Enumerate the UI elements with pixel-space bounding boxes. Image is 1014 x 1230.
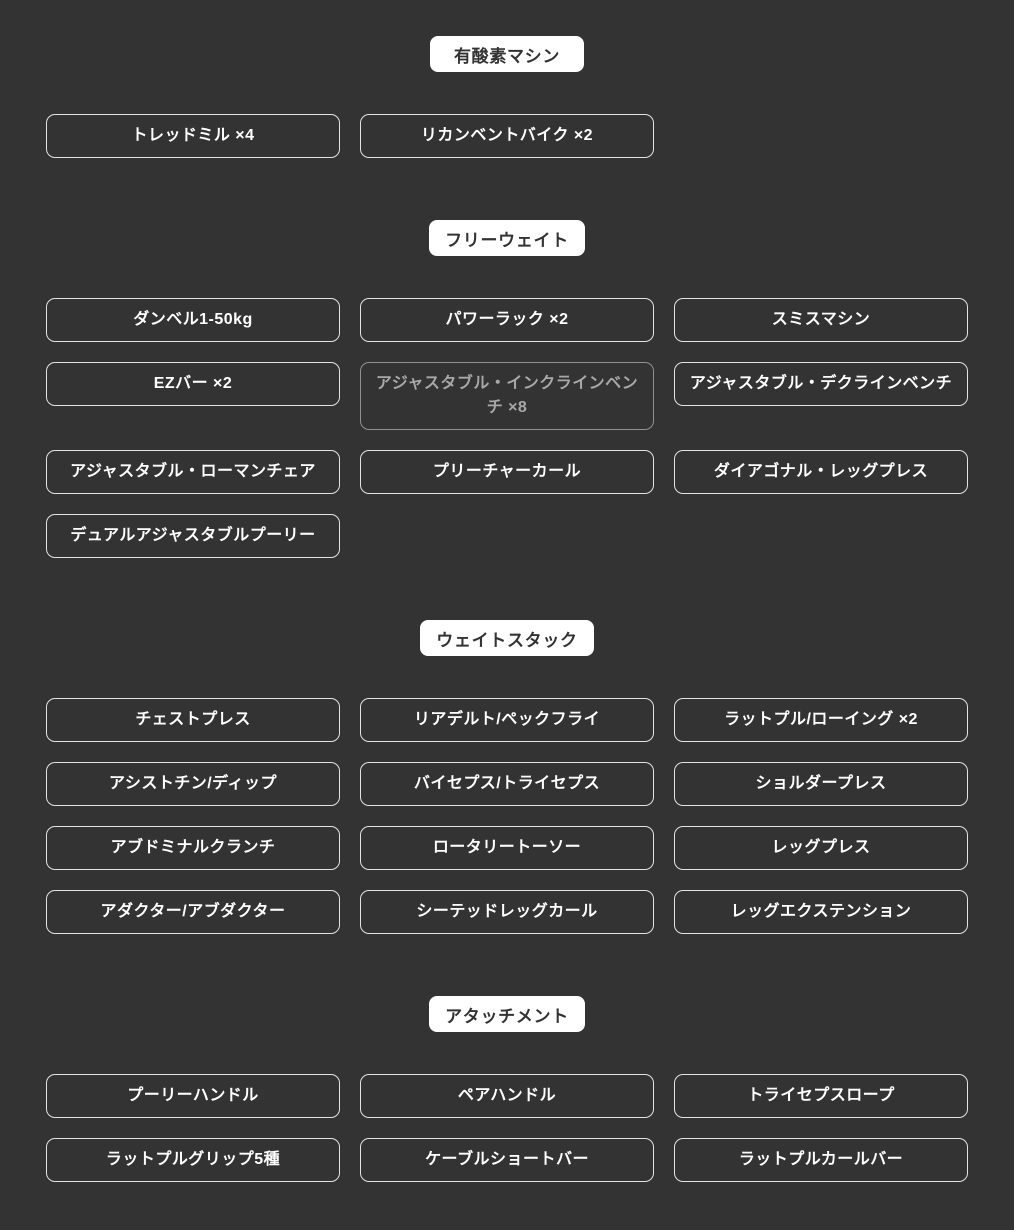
equipment-button[interactable]: アブドミナルクランチ <box>46 826 340 870</box>
section-cardio-machines: 有酸素マシン トレッドミル ×4 リカンベントバイク ×2 <box>46 36 968 158</box>
section-header: ウェイトスタック <box>46 620 968 656</box>
equipment-button[interactable]: シーテッドレッグカール <box>360 890 654 934</box>
equipment-button[interactable]: アジャスタブル・デクラインベンチ <box>674 362 968 406</box>
section-header: アタッチメント <box>46 996 968 1032</box>
equipment-button[interactable]: レッグプレス <box>674 826 968 870</box>
equipment-button[interactable]: プーリーハンドル <box>46 1074 340 1118</box>
equipment-button[interactable]: ダンベル1-50kg <box>46 298 340 342</box>
equipment-button[interactable]: EZバー ×2 <box>46 362 340 406</box>
section-attachments: アタッチメント プーリーハンドル ペアハンドル トライセプスロープ ラットプルグ… <box>46 996 968 1182</box>
equipment-button[interactable]: ラットプル/ローイング ×2 <box>674 698 968 742</box>
section-weight-stack: ウェイトスタック チェストプレス リアデルト/ペックフライ ラットプル/ローイン… <box>46 620 968 934</box>
equipment-button-muted[interactable]: アジャスタブル・インクラインベンチ ×8 <box>360 362 654 430</box>
section-title-badge: フリーウェイト <box>429 220 585 256</box>
equipment-button[interactable]: アジャスタブル・ローマンチェア <box>46 450 340 494</box>
equipment-button[interactable]: ロータリートーソー <box>360 826 654 870</box>
equipment-grid: プーリーハンドル ペアハンドル トライセプスロープ ラットプルグリップ5種 ケー… <box>46 1074 968 1182</box>
equipment-button[interactable]: ケーブルショートバー <box>360 1138 654 1182</box>
section-header: 有酸素マシン <box>46 36 968 72</box>
equipment-button[interactable]: デュアルアジャスタブルプーリー <box>46 514 340 558</box>
equipment-button[interactable]: ペアハンドル <box>360 1074 654 1118</box>
gym-equipment-page: 有酸素マシン トレッドミル ×4 リカンベントバイク ×2 フリーウェイト ダン… <box>46 36 968 1182</box>
section-free-weights: フリーウェイト ダンベル1-50kg パワーラック ×2 スミスマシン EZバー… <box>46 220 968 558</box>
equipment-button[interactable]: ラットプルグリップ5種 <box>46 1138 340 1182</box>
equipment-grid: チェストプレス リアデルト/ペックフライ ラットプル/ローイング ×2 アシスト… <box>46 698 968 934</box>
equipment-grid: ダンベル1-50kg パワーラック ×2 スミスマシン EZバー ×2 アジャス… <box>46 298 968 558</box>
equipment-button[interactable]: チェストプレス <box>46 698 340 742</box>
equipment-button[interactable]: トライセプスロープ <box>674 1074 968 1118</box>
equipment-button[interactable]: プリーチャーカール <box>360 450 654 494</box>
equipment-button[interactable]: ラットプルカールバー <box>674 1138 968 1182</box>
equipment-button[interactable]: パワーラック ×2 <box>360 298 654 342</box>
equipment-button[interactable]: バイセプス/トライセプス <box>360 762 654 806</box>
equipment-button[interactable]: スミスマシン <box>674 298 968 342</box>
equipment-button[interactable]: アダクター/アブダクター <box>46 890 340 934</box>
section-title-badge: 有酸素マシン <box>430 36 584 72</box>
equipment-button[interactable]: リアデルト/ペックフライ <box>360 698 654 742</box>
equipment-button[interactable]: ダイアゴナル・レッグプレス <box>674 450 968 494</box>
equipment-button[interactable]: レッグエクステンション <box>674 890 968 934</box>
equipment-button[interactable]: トレッドミル ×4 <box>46 114 340 158</box>
section-header: フリーウェイト <box>46 220 968 256</box>
equipment-button[interactable]: リカンベントバイク ×2 <box>360 114 654 158</box>
equipment-button[interactable]: ショルダープレス <box>674 762 968 806</box>
equipment-grid: トレッドミル ×4 リカンベントバイク ×2 <box>46 114 968 158</box>
section-title-badge: アタッチメント <box>429 996 585 1032</box>
section-title-badge: ウェイトスタック <box>420 620 594 656</box>
equipment-button[interactable]: アシストチン/ディップ <box>46 762 340 806</box>
